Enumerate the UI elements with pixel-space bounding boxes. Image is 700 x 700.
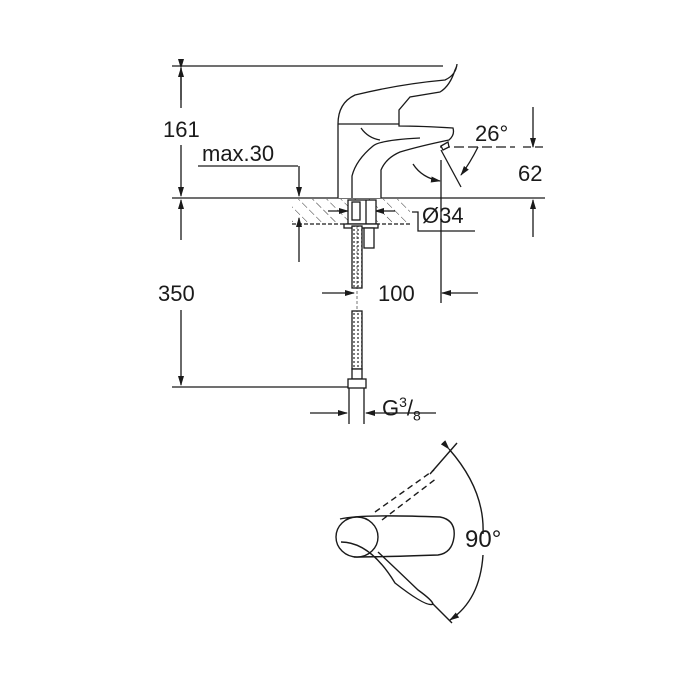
dim-hole-diameter: Ø34 [422, 203, 464, 228]
side-view [172, 59, 545, 424]
dim-connection-thread: G3/8 [382, 395, 421, 423]
top-view [335, 440, 484, 624]
dim-max-counter: max.30 [202, 141, 275, 166]
thread-prefix: G [382, 395, 400, 421]
dim-lever-rotation: 90° [465, 526, 502, 553]
thread-denominator: 8 [413, 407, 421, 424]
dim-total-height: 161 [163, 117, 200, 142]
thread-numerator: 3 [399, 394, 407, 410]
dim-spout-angle: 26° [475, 121, 509, 146]
dim-hose-length: 350 [158, 281, 195, 306]
dim-spout-height: 62 [518, 161, 543, 186]
thread-slash: / [406, 395, 414, 421]
dim-spout-reach: 100 [378, 281, 415, 306]
